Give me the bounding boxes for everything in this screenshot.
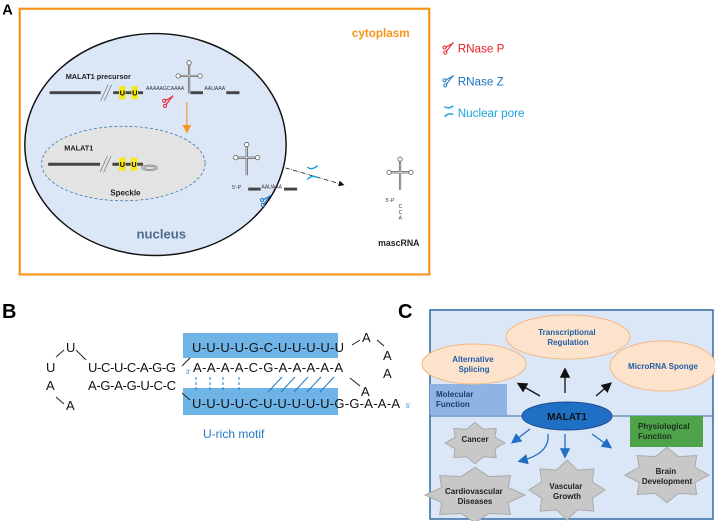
panel-b: B U-U-U-U-G-C-U-U-U-U-U A-A-A-A-C-G-A-A-… bbox=[2, 301, 410, 441]
rnase-p-legend-icon bbox=[442, 41, 454, 55]
svg-text:5'-P: 5'-P bbox=[385, 198, 395, 204]
microrna-sponge-label: MicroRNA Sponge bbox=[628, 362, 698, 371]
cancer-node bbox=[443, 421, 507, 465]
svg-text:U: U bbox=[66, 340, 75, 355]
svg-text:U: U bbox=[132, 89, 137, 98]
alternative-splicing-node bbox=[421, 343, 527, 385]
stem-top: U-C-U-C-A-G-G bbox=[88, 360, 176, 375]
legend-rnase-z: RNase Z bbox=[458, 75, 504, 88]
loop-connectors bbox=[55, 339, 385, 405]
five-prime-label: 5' bbox=[406, 404, 410, 410]
stem-bottom: A-G-A-G-U-C-C bbox=[88, 378, 176, 393]
svg-text:A: A bbox=[383, 366, 392, 381]
svg-text:U: U bbox=[120, 89, 125, 98]
physiological-function-box bbox=[630, 416, 703, 447]
cytoplasm-border bbox=[18, 7, 431, 276]
svg-text:A: A bbox=[46, 378, 55, 393]
svg-text:U: U bbox=[120, 160, 125, 169]
alternative-splicing-label: Alternative Splicing bbox=[452, 355, 496, 374]
svg-text:A: A bbox=[399, 216, 403, 222]
molecular-function-box bbox=[430, 384, 507, 415]
legend-nuclear-pore: Nuclear pore bbox=[458, 107, 525, 120]
molecular-arrows bbox=[516, 367, 612, 397]
svg-text:U: U bbox=[131, 160, 136, 169]
nuclear-pore-icon bbox=[306, 165, 319, 181]
svg-text:C: C bbox=[399, 204, 403, 210]
wobble-pair-lines bbox=[267, 376, 335, 393]
malat1-label: MALAT1 bbox=[64, 143, 93, 152]
molecular-function-label: Molecular Function bbox=[436, 390, 476, 409]
brain-development-node bbox=[623, 446, 711, 504]
three-prime-label: 3' bbox=[186, 370, 190, 376]
svg-text:A: A bbox=[362, 330, 371, 345]
transcriptional-regulation-node bbox=[505, 314, 631, 360]
panel-c: C Molecular Function Physiological Funct… bbox=[398, 301, 715, 521]
svg-text:A: A bbox=[361, 384, 370, 399]
panel-a-label: A bbox=[2, 3, 13, 19]
motif-box-bottom bbox=[183, 388, 338, 415]
middle-strand: A-A-A-A-C-G-A-A-A-A-A bbox=[193, 360, 343, 375]
brain-development-label: Brain Development bbox=[642, 467, 693, 486]
svg-text:A: A bbox=[66, 398, 75, 413]
svg-text:AAUAAA: AAUAAA bbox=[261, 184, 282, 190]
transcriptional-regulation-label: Transcriptional Regulation bbox=[538, 328, 598, 347]
malat1-center-label: MALAT1 bbox=[547, 412, 587, 423]
microrna-sponge-node bbox=[609, 340, 715, 392]
cancer-label: Cancer bbox=[461, 435, 488, 444]
speckle-label: Speckle bbox=[110, 189, 141, 198]
top-strand: U-U-U-U-G-C-U-U-U-U-U bbox=[192, 340, 344, 355]
nuclear-pore-legend-icon bbox=[444, 105, 454, 118]
physiological-arrows bbox=[510, 428, 613, 465]
malat1-center-node bbox=[521, 401, 613, 431]
svg-text:AAUAAA: AAUAAA bbox=[204, 86, 225, 92]
nucleus-label: nucleus bbox=[137, 227, 187, 242]
svg-text:5'-P: 5'-P bbox=[232, 185, 242, 191]
svg-text:C: C bbox=[399, 210, 403, 216]
legend: RNase P RNase Z Nuclear pore bbox=[442, 41, 525, 120]
cardiovascular-diseases-label: Cardiovascular Diseases bbox=[445, 487, 505, 506]
cytoplasm-label: cytoplasm bbox=[352, 27, 410, 40]
precursor-rna: U U AAAAAGCAAAA AAUAAA bbox=[49, 59, 240, 101]
panel-b-label: B bbox=[2, 301, 16, 323]
mature-malat1: U U bbox=[48, 156, 159, 173]
vascular-growth-label: Vascular Growth bbox=[549, 482, 584, 501]
cardiovascular-diseases-node bbox=[423, 466, 527, 521]
physiological-function-label: Physiological Function bbox=[638, 422, 692, 441]
bottom-strand: U-U-U-U-C-U-U-U-U-U-G-G-A-A-A bbox=[192, 396, 400, 411]
mascrna-structure: 5'-P C C A bbox=[385, 155, 415, 222]
panel-c-label: C bbox=[398, 301, 412, 323]
svg-text:A: A bbox=[383, 348, 392, 363]
motif-box-top bbox=[183, 333, 338, 358]
svg-text:U: U bbox=[46, 360, 55, 375]
base-pair-lines bbox=[195, 377, 240, 392]
trna-like-structure: 5'-P AAUAAA bbox=[232, 141, 298, 191]
vascular-growth-node bbox=[528, 459, 606, 521]
panel-a: A cytoplasm nucleus Speckle MALAT1 precu… bbox=[2, 3, 525, 276]
motif-label: U-rich motif bbox=[203, 427, 265, 441]
rnase-z-legend-icon bbox=[442, 74, 454, 88]
upstream-seq: AAAAAGCAAAA bbox=[146, 86, 185, 92]
mascrna-label: mascRNA bbox=[378, 238, 420, 248]
legend-rnase-p: RNase P bbox=[458, 43, 505, 56]
precursor-label: MALAT1 precursor bbox=[66, 72, 131, 81]
